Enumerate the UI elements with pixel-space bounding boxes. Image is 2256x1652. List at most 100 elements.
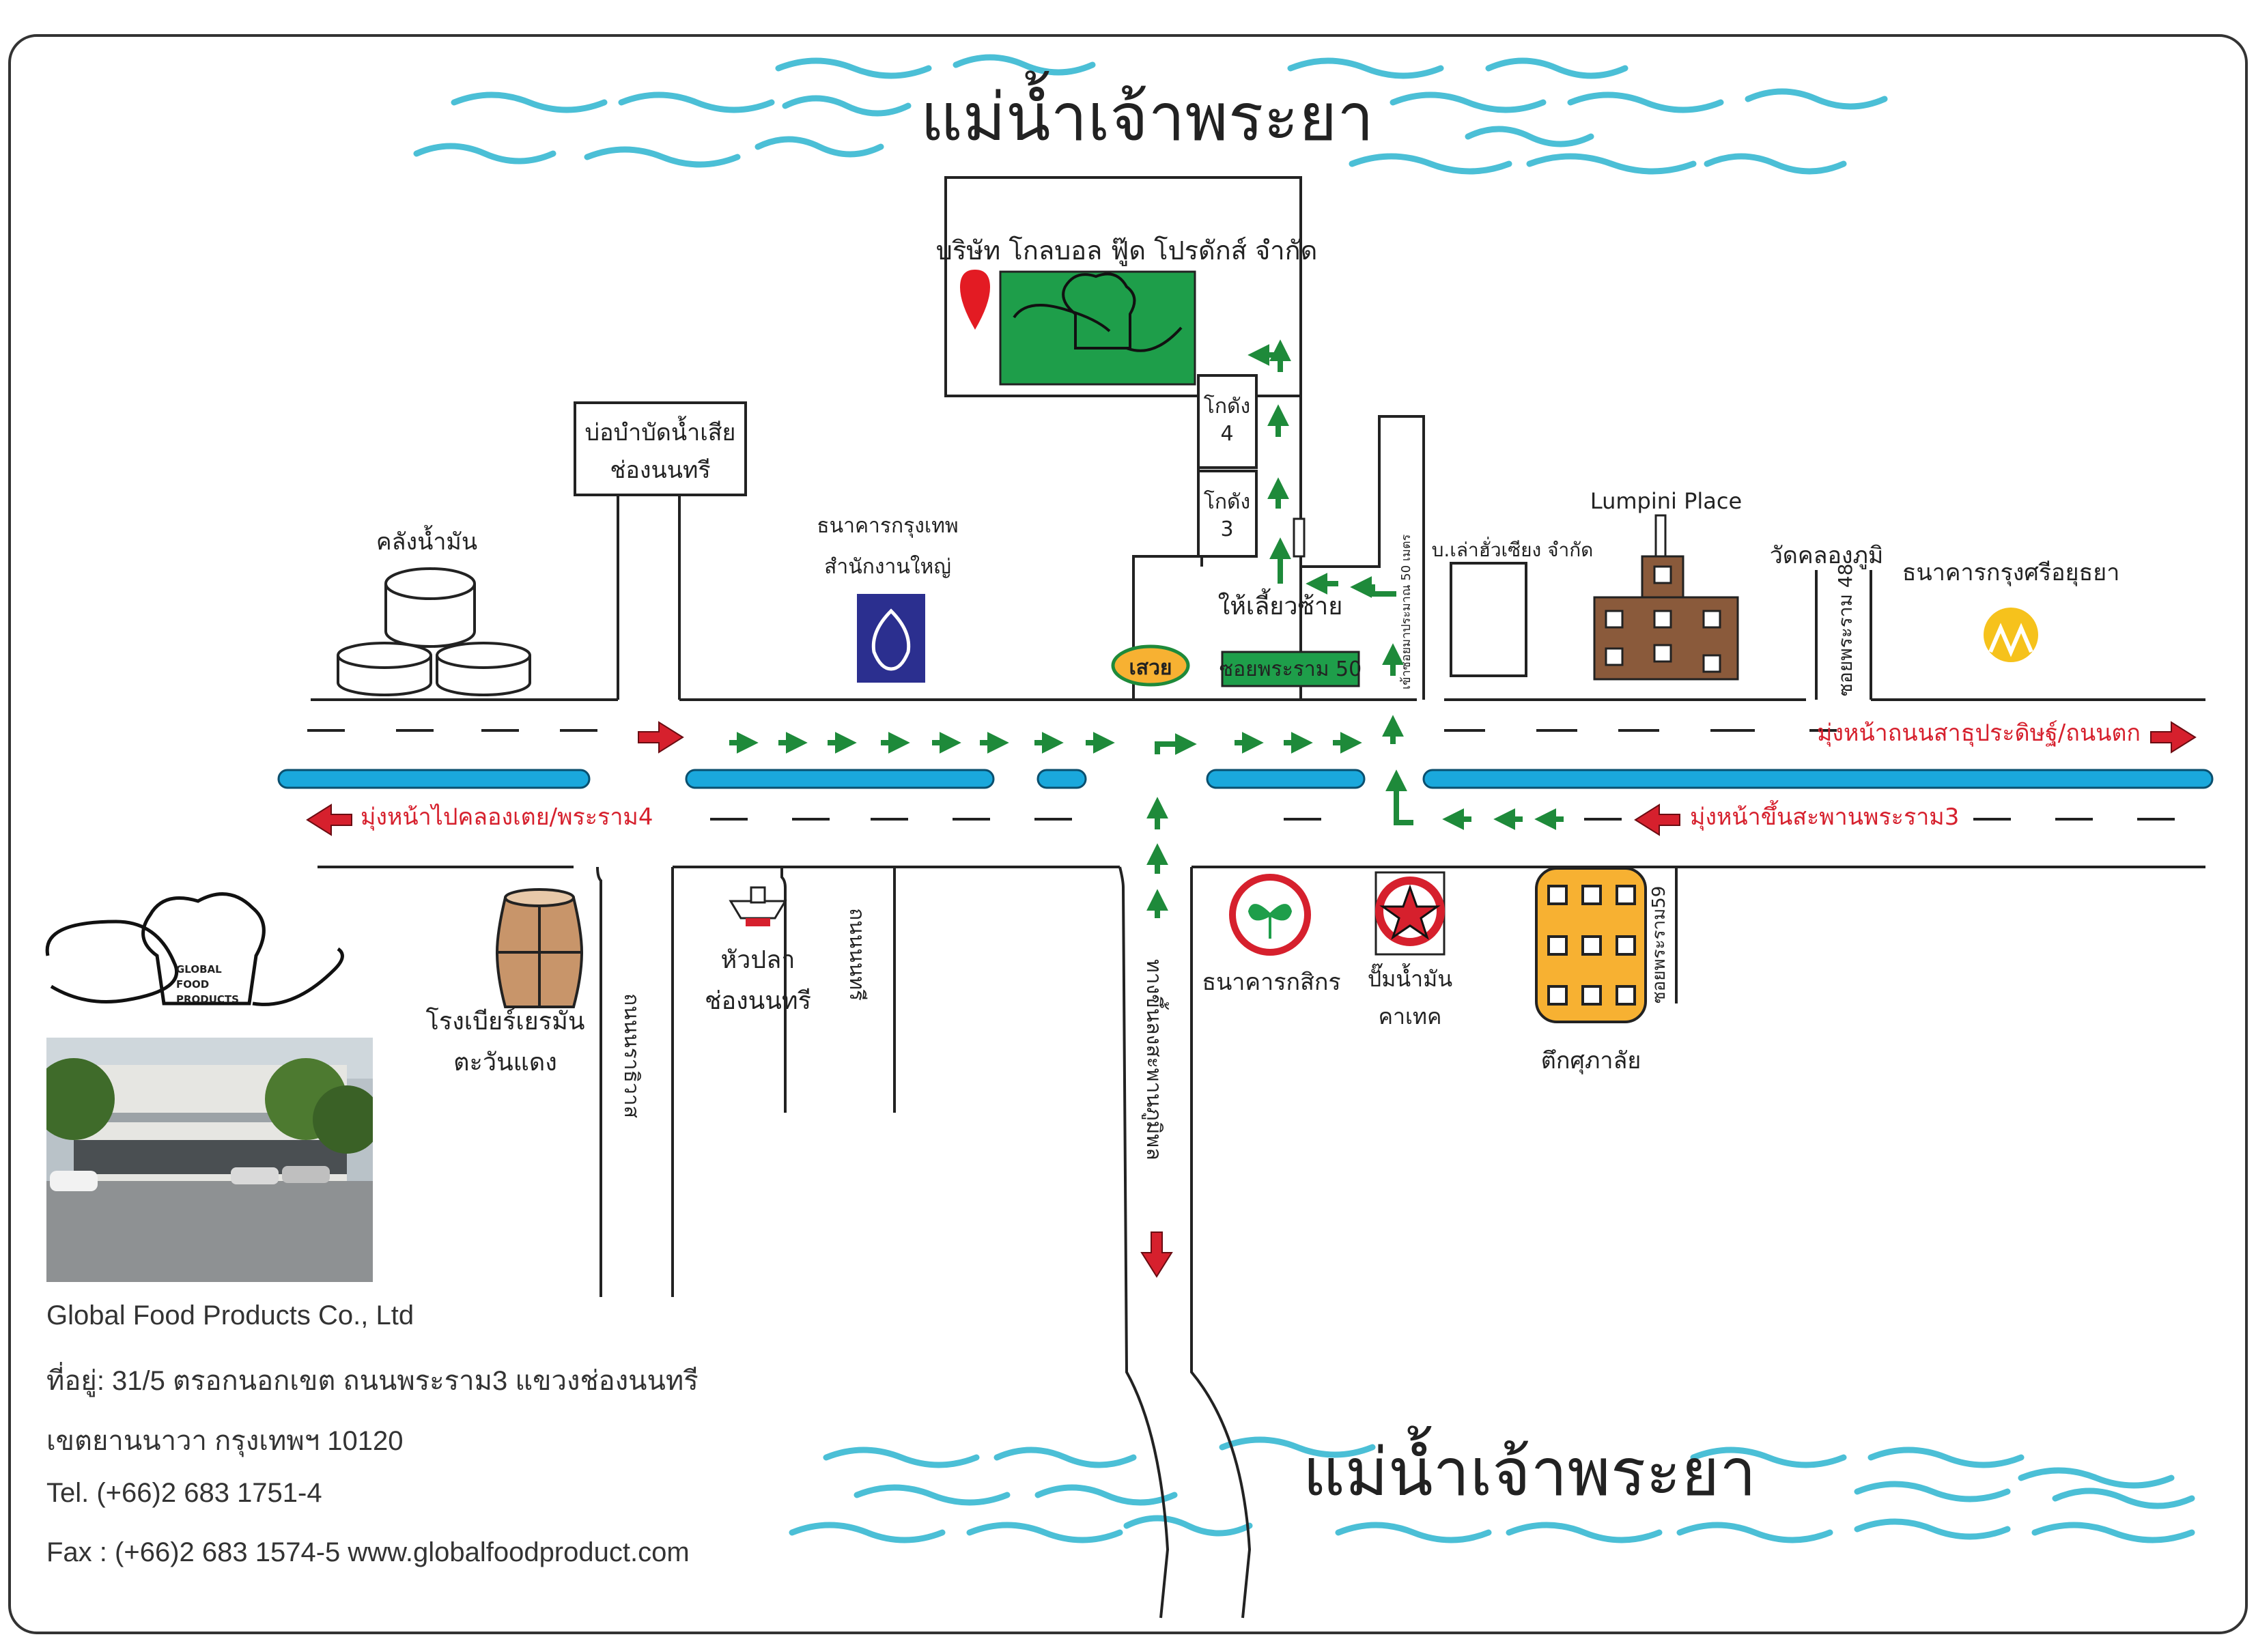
kasikorn-label: ธนาคารกสิกร xyxy=(1202,969,1340,996)
contact-tel: Tel. (+66)2 683 1751-4 xyxy=(46,1478,322,1508)
wave-stroke xyxy=(1704,153,1847,175)
wave-stroke xyxy=(1390,91,1547,113)
soi59-label: ซอยพระราม59 xyxy=(1649,886,1669,1003)
turn-arrow xyxy=(1394,778,1413,825)
company-name: บริษัท โกลบอล ฟู๊ด โปรดักส์ จำกัด xyxy=(936,236,1318,266)
wastewater-plant xyxy=(574,401,747,496)
route-arrows xyxy=(729,339,1564,918)
lao-hua-seng-label: บ.เล่าฮั่วเซียง จำกัด xyxy=(1432,537,1594,561)
red-direction-arrows xyxy=(306,721,2197,1278)
river-label-top: แม่น้ำเจ้าพระยา xyxy=(920,70,1374,156)
krungsri-label: ธนาคารกรุงศรีอยุธยา xyxy=(1902,559,2120,586)
contact-address-1: ที่อยู่: 31/5 ตรอกนอกเขต ถนนพระราม3 แขวง… xyxy=(46,1366,699,1396)
company-logo-icon xyxy=(1013,272,1183,352)
wave-stroke xyxy=(755,136,884,158)
beer-house-label-1: โรงเบียร์เยรมัน xyxy=(426,1007,585,1036)
logo-line-2: FOOD xyxy=(176,978,209,991)
wave-stroke xyxy=(1287,57,1444,79)
river-waves-bottom xyxy=(789,1436,2195,1543)
wave-stroke xyxy=(823,1447,980,1468)
wastewater-label-1: บ่อบำบัดน้ำเสีย xyxy=(585,416,736,446)
global-food-logo-icon xyxy=(45,892,344,1006)
wave-stroke xyxy=(1526,153,1697,175)
supalai-label: ตึกศุภาลัย xyxy=(1541,1047,1641,1074)
soi50-distance-label: เข้าซอยมาประมาณ 50 เมตร xyxy=(1399,534,1413,689)
logo-line-3: PRODUCTS xyxy=(176,993,239,1006)
nonsi-road-label: ถนนนนทรี xyxy=(845,908,869,1001)
wave-stroke xyxy=(618,91,775,113)
supalai-building-icon xyxy=(1535,867,1647,1023)
contact-company: Global Food Products Co., Ltd xyxy=(46,1300,414,1330)
wave-stroke xyxy=(1567,91,1724,113)
godown-3-label: โกดัง xyxy=(1204,489,1250,514)
soi50-label: ซอยพระราม 50 xyxy=(1219,657,1362,681)
map-frame xyxy=(8,34,2248,1634)
wave-stroke xyxy=(1676,1522,1833,1543)
godown-4 xyxy=(1197,374,1258,469)
company-photo xyxy=(46,1038,373,1282)
hua-pla-label-2: ช่องนนทรี xyxy=(705,987,811,1015)
wave-stroke xyxy=(1867,1447,2025,1468)
beer-barrel-icon xyxy=(495,888,584,1008)
wave-stroke xyxy=(1690,1447,1847,1468)
wave-stroke xyxy=(451,91,608,113)
wave-stroke xyxy=(953,54,1096,76)
bangkok-bank-label-1: ธนาคารกรุงเทพ xyxy=(817,514,958,539)
lao-hua-seng-building xyxy=(1450,562,1527,677)
direction-rama3-bridge: มุ่งหน้าขึ้นสะพานพระราม3 xyxy=(1690,800,1959,831)
wave-stroke xyxy=(775,57,932,79)
wave-stroke xyxy=(993,1447,1137,1468)
krungsri-logo-icon xyxy=(1984,608,2038,662)
wave-stroke xyxy=(584,146,741,168)
wave-stroke xyxy=(1854,1481,2011,1503)
kasikorn-logo-icon xyxy=(1229,874,1311,956)
wave-stroke xyxy=(1123,1515,1253,1537)
company-building xyxy=(999,270,1196,386)
contact-fax-web: Fax : (+66)2 683 1574-5 www.globalfoodpr… xyxy=(46,1537,690,1567)
turn-left-label: ให้เลี้ยวซ้าย xyxy=(1218,588,1343,621)
location-pin-icon xyxy=(960,270,990,330)
wave-stroke xyxy=(1506,1522,1663,1543)
godown-3 xyxy=(1197,470,1258,558)
contact-address-2: เขตยานนาวา กรุงเทพฯ 10120 xyxy=(46,1426,404,1456)
oil-tank-icon xyxy=(337,567,531,696)
lumpini-label: Lumpini Place xyxy=(1590,488,1742,514)
river-waves-top xyxy=(413,54,1888,175)
wave-stroke xyxy=(1335,1522,1492,1543)
caltex-label-1: ปั๊มน้ำมัน xyxy=(1368,963,1452,992)
wave-stroke xyxy=(966,1522,1123,1543)
direction-sathupradit: มุ่งหน้าถนนสาธุประดิษฐ์/ถนนตก xyxy=(1817,720,2141,747)
soi50-sign xyxy=(1221,651,1360,687)
beer-house-label-2: ตะวันแดง xyxy=(453,1049,557,1077)
wave-stroke xyxy=(1745,88,1888,110)
wave-stroke xyxy=(1349,153,1512,175)
wave-stroke xyxy=(1219,1436,1376,1458)
shop-badge xyxy=(1111,644,1190,687)
wave-stroke xyxy=(2052,1487,2195,1509)
godown-4-label: โกดัง xyxy=(1204,394,1250,418)
road-medians xyxy=(277,769,2214,789)
direction-khlong-toei: มุ่งหน้าไปคลองเตย/พระราม4 xyxy=(361,803,653,831)
soi48-label: ซอยพระราม 48 xyxy=(1834,563,1857,696)
gate xyxy=(1293,517,1306,558)
hua-pla-label-1: หัวปลา xyxy=(720,946,795,974)
bhumibol-bridge-label: ทางขึ้นลงสะพานภูมิพล xyxy=(1142,959,1169,1160)
caltex-logo-icon xyxy=(1375,877,1445,946)
river-label-bottom: แม่น้ำเจ้าพระยา xyxy=(1303,1425,1756,1511)
wave-stroke xyxy=(413,143,556,165)
wave-stroke xyxy=(782,95,912,117)
narathiwat-road-label: ถนนนราธิวาส xyxy=(619,993,643,1118)
wave-stroke xyxy=(1854,1518,2011,1540)
lane-dashes xyxy=(307,729,2175,821)
lumpini-building-icon xyxy=(1593,514,1739,681)
bangkok-bank-label-2: สำนักงานใหญ่ xyxy=(824,555,951,579)
wave-stroke xyxy=(1034,1484,1178,1506)
wave-stroke xyxy=(2018,1467,2175,1489)
oil-depot-label: คลังน้ำมัน xyxy=(376,525,477,556)
wave-stroke xyxy=(1465,126,1594,147)
godown-3-number: 3 xyxy=(1220,517,1233,541)
wave-stroke xyxy=(2031,1522,2195,1543)
caltex-label-2: คาเทค xyxy=(1379,1003,1442,1029)
godown-4-number: 4 xyxy=(1220,422,1233,446)
